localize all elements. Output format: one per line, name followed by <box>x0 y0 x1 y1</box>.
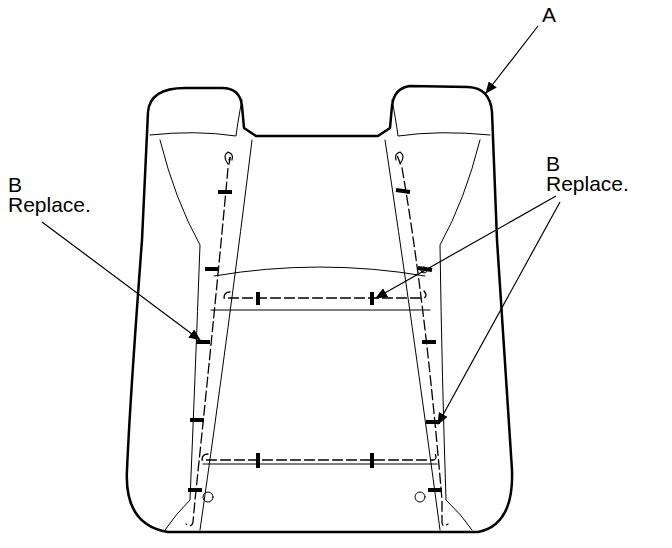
part-letter: B <box>8 174 22 196</box>
replace-note: Replace. <box>8 194 91 216</box>
part-letter: B <box>546 153 560 175</box>
part-letter: A <box>542 4 556 26</box>
replace-note: Replace. <box>546 173 629 195</box>
